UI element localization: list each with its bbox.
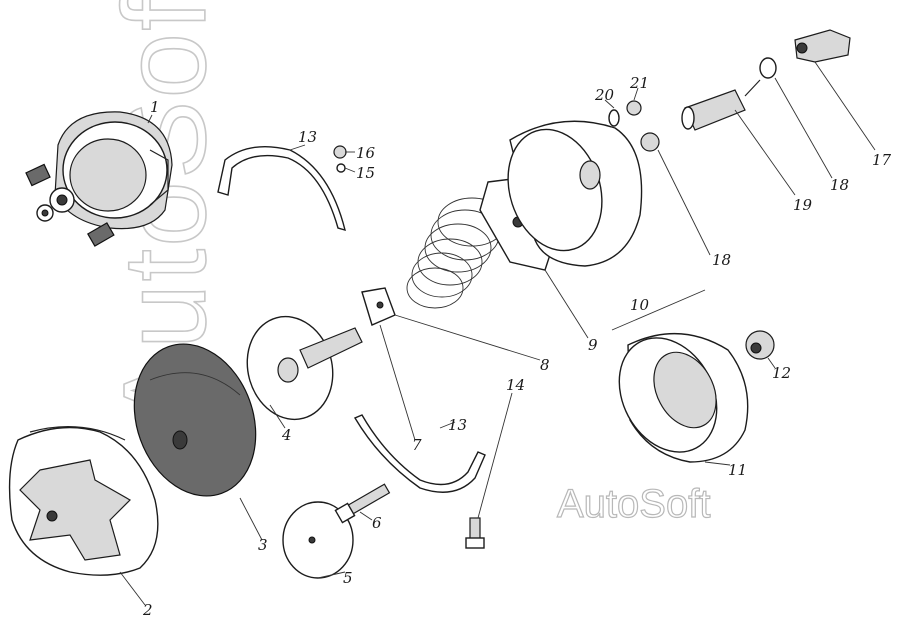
callout-5: 5 — [343, 569, 353, 587]
part-10-housing — [507, 120, 643, 267]
callout-18-right: 18 — [830, 176, 849, 194]
part-15-washer — [336, 163, 346, 173]
part-14-bolt — [465, 517, 485, 549]
callout-labels: 1 2 3 4 5 6 7 8 9 10 11 12 13 13 14 15 1… — [142, 74, 892, 619]
part-3-diaphragm — [133, 343, 257, 497]
part-13-lower-band — [353, 414, 486, 493]
callout-12: 12 — [772, 364, 791, 382]
callout-17: 17 — [872, 151, 892, 169]
part-19-sleeve — [681, 79, 761, 131]
part-11-ring — [618, 332, 749, 463]
callout-8: 8 — [540, 356, 550, 374]
part-20-washer — [608, 109, 620, 127]
callout-19: 19 — [793, 196, 813, 214]
callout-3: 3 — [258, 536, 268, 554]
part-12-nut — [745, 330, 775, 360]
callout-7: 7 — [412, 436, 422, 454]
part-2-cover — [8, 425, 159, 576]
callout-14: 14 — [506, 376, 525, 394]
callout-9: 9 — [588, 336, 598, 354]
callout-1: 1 — [150, 98, 160, 116]
callout-13-lower: 13 — [448, 416, 467, 434]
callout-6: 6 — [372, 514, 382, 532]
callout-4: 4 — [281, 426, 292, 444]
part-6-bolt — [334, 483, 391, 524]
callout-10: 10 — [630, 296, 650, 314]
callout-15: 15 — [356, 164, 375, 182]
watermark-small-text: AutoSoft — [557, 482, 710, 526]
leader-lines — [119, 61, 876, 606]
callout-20: 20 — [594, 86, 615, 104]
callout-16: 16 — [356, 144, 376, 162]
part-17-joint — [794, 29, 851, 63]
callout-18-mid: 18 — [712, 251, 731, 269]
callout-13-upper: 13 — [298, 128, 317, 146]
callout-11: 11 — [728, 461, 747, 479]
part-18-washer — [759, 57, 777, 79]
part-1-brake-chamber — [25, 111, 173, 247]
part-4-pressure-plate — [246, 315, 363, 421]
callout-21: 21 — [629, 74, 649, 92]
part-7-plate — [361, 287, 396, 326]
part-16-nut — [333, 145, 347, 159]
part-13-upper-band — [217, 145, 346, 232]
part-21-nut — [626, 100, 642, 116]
part-18-nut — [640, 132, 660, 152]
callout-2: 2 — [142, 601, 153, 619]
